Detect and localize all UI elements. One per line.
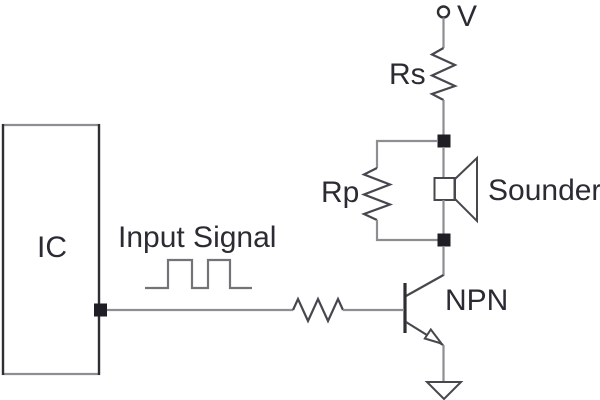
ic-block [1,123,101,376]
rp-label: Rp [321,176,359,209]
input-signal-waveform-icon [145,258,252,290]
ic-label: IC [37,231,67,264]
wire-rp-top [375,139,438,168]
base-resistor-icon [291,296,345,324]
junction-top [437,134,451,148]
rs-label: Rs [389,58,426,91]
sounder-icon [433,155,478,224]
resistor-rp-icon [360,167,394,221]
sounder-label: Sounder [488,174,600,207]
wire-rp-bottom [375,220,438,242]
npn-transistor-icon [403,274,445,346]
input-signal-label: Input Signal [118,221,276,254]
supply-terminal-icon [436,5,451,19]
resistor-rs-icon [429,47,458,101]
npn-label: NPN [445,284,508,317]
ground-icon [424,381,464,400]
junction-bottom [437,233,451,247]
supply-label: V [457,0,477,33]
emitter-arrow-icon [423,327,445,346]
ic-output-node [94,303,107,317]
